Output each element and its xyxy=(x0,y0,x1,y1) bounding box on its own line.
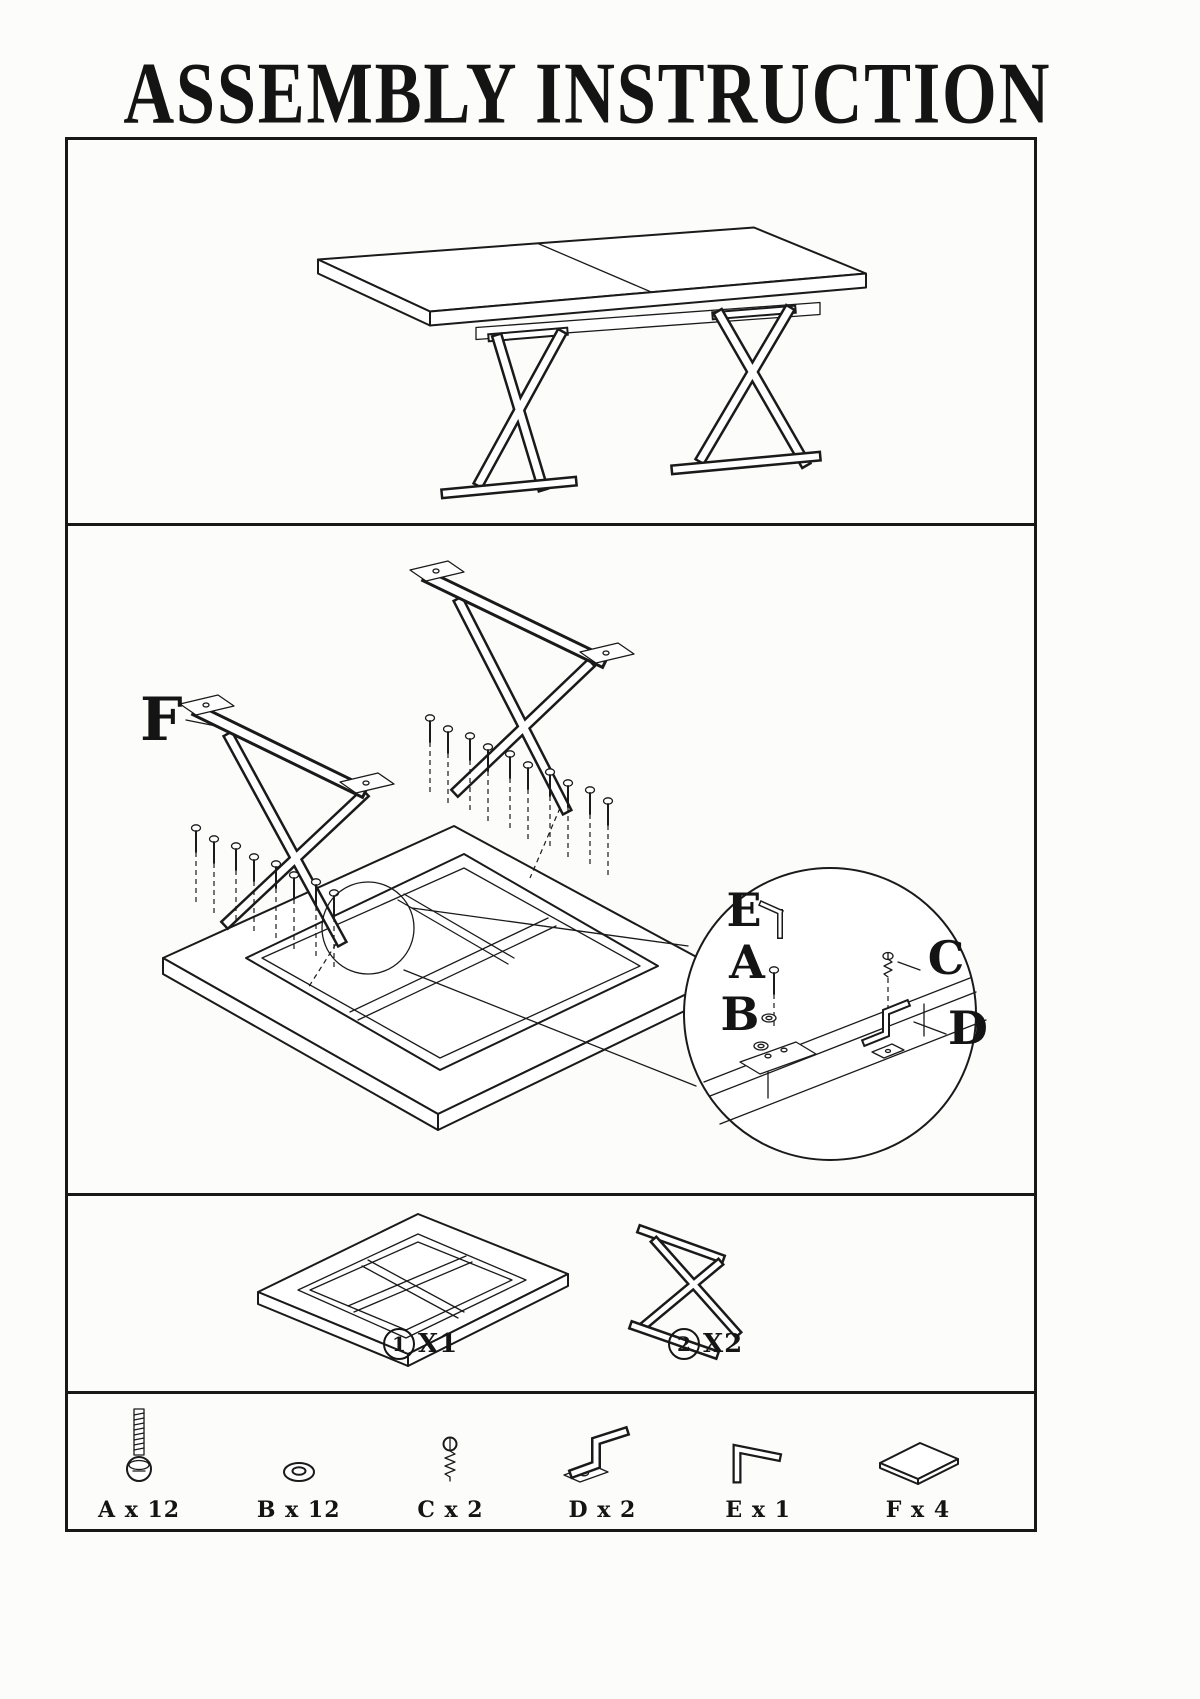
part-callout-1: 1 X1 xyxy=(383,1328,458,1360)
hardware-item-b: B x 12 xyxy=(257,1397,341,1523)
hardware-label-b: B x 12 xyxy=(256,1497,341,1523)
right-leg-assembly xyxy=(409,560,635,817)
parts-section: 1 X1 2 X2 xyxy=(68,1193,1034,1391)
parts-drawing xyxy=(257,1213,744,1367)
part-2-qty: X2 xyxy=(703,1329,744,1359)
bolt-icon xyxy=(126,1408,153,1482)
hardware-label-c: C x 2 xyxy=(417,1497,484,1523)
left-x-leg xyxy=(440,326,578,500)
hardware-item-a: A x 12 xyxy=(98,1397,180,1523)
hardware-label-a: A x 12 xyxy=(98,1497,181,1523)
exploded-view-drawing: F xyxy=(140,560,988,1161)
assembled-table-section xyxy=(68,140,1034,523)
hardware-item-d: D x 2 xyxy=(560,1397,644,1523)
page-title: ASSEMBLY INSTRUCTION xyxy=(123,45,1052,143)
part-callout-2: 2 X2 xyxy=(668,1328,743,1360)
detail-label-e: E xyxy=(726,883,761,937)
washer-icon xyxy=(282,1462,315,1482)
detail-label-b: B xyxy=(721,987,760,1041)
detail-label-c: C xyxy=(928,931,965,985)
part-2-number-circle: 2 xyxy=(668,1328,700,1360)
hardware-item-f: F x 4 xyxy=(872,1397,964,1523)
part-1-number: 1 xyxy=(392,1332,406,1356)
bracket-icon xyxy=(563,1425,631,1483)
instruction-frame: F xyxy=(65,137,1037,1532)
part-1-qty: X1 xyxy=(418,1329,459,1359)
part-2-number: 2 xyxy=(677,1332,691,1356)
magnified-detail-circle: E A B C D xyxy=(683,867,988,1161)
exploded-view-section: F xyxy=(68,523,1034,1193)
detail-source-circle xyxy=(321,881,415,975)
part-2-x-leg xyxy=(627,1223,744,1361)
stretcher-label-f: F xyxy=(140,685,183,755)
left-leg-assembly xyxy=(179,694,395,949)
hardware-section: A x 12 B x 12 C x 2 xyxy=(68,1391,1034,1535)
right-x-leg xyxy=(670,303,822,476)
screw-icon xyxy=(442,1436,458,1482)
hardware-label-f: F x 4 xyxy=(885,1497,951,1523)
detail-label-d: D xyxy=(948,1001,988,1055)
hardware-label-e: E x 1 xyxy=(725,1497,791,1523)
hardware-label-d: D x 2 xyxy=(568,1497,637,1523)
detail-label-a: A xyxy=(728,935,766,989)
assembled-table-drawing xyxy=(317,226,867,500)
pad-icon xyxy=(878,1442,959,1485)
part-1-tabletop xyxy=(257,1213,569,1367)
hardware-item-e: E x 1 xyxy=(721,1397,795,1523)
part-1-number-circle: 1 xyxy=(383,1328,415,1360)
allen-key-icon xyxy=(732,1443,783,1484)
hardware-item-c: C x 2 xyxy=(417,1397,483,1523)
